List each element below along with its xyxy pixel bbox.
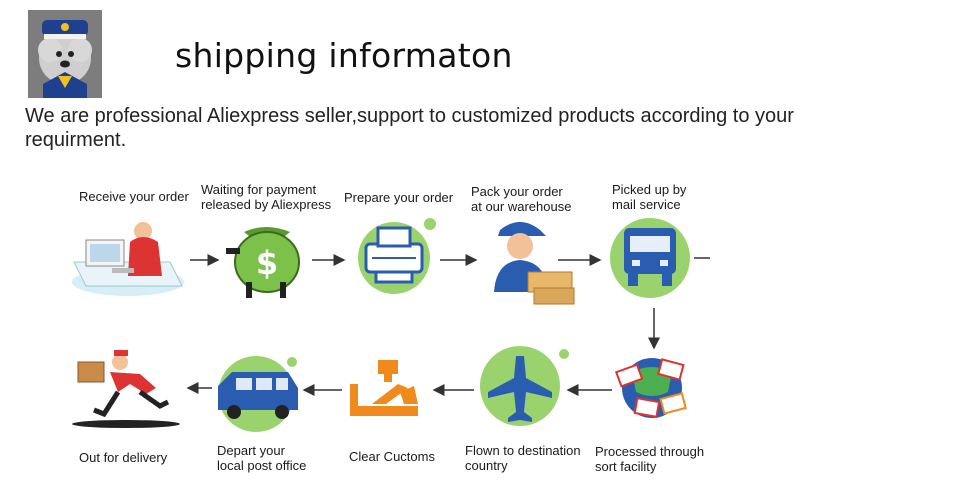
customs-officer-icon <box>350 360 418 416</box>
step-label-flown-destination: Flown to destination country <box>465 443 581 473</box>
flow-arrows <box>186 254 710 396</box>
page-title: shipping informaton <box>175 36 513 75</box>
svg-text:$: $ <box>256 244 278 282</box>
step-label-receive-order: Receive your order <box>79 189 189 204</box>
warehouse-worker-icon <box>494 222 575 305</box>
step-label-depart-post-office: Depart your local post office <box>217 443 307 473</box>
step-label-clear-customs: Clear Cuctoms <box>349 449 435 464</box>
step-label-picked-up: Picked up by mail service <box>612 182 687 212</box>
computer-operator-icon <box>72 222 184 296</box>
delivery-runner-icon <box>72 350 180 428</box>
globe-mail-icon <box>614 358 687 418</box>
intro-text: We are professional Aliexpress seller,su… <box>25 105 794 151</box>
airplane-icon <box>480 346 569 426</box>
money-bag-icon: $ <box>226 227 300 298</box>
step-label-sort-facility: Processed through sort facility <box>595 444 705 474</box>
avatar <box>28 10 102 98</box>
step-label-pack-order: Pack your order at our warehouse <box>471 184 572 214</box>
van-icon <box>218 356 298 432</box>
step-label-prepare-order: Prepare your order <box>344 190 454 205</box>
step-label-waiting-payment: Waiting for payment released by Aliexpre… <box>201 182 332 212</box>
mail-truck-icon <box>610 218 690 298</box>
printer-icon <box>358 218 436 294</box>
step-label-out-for-delivery: Out for delivery <box>79 450 168 465</box>
